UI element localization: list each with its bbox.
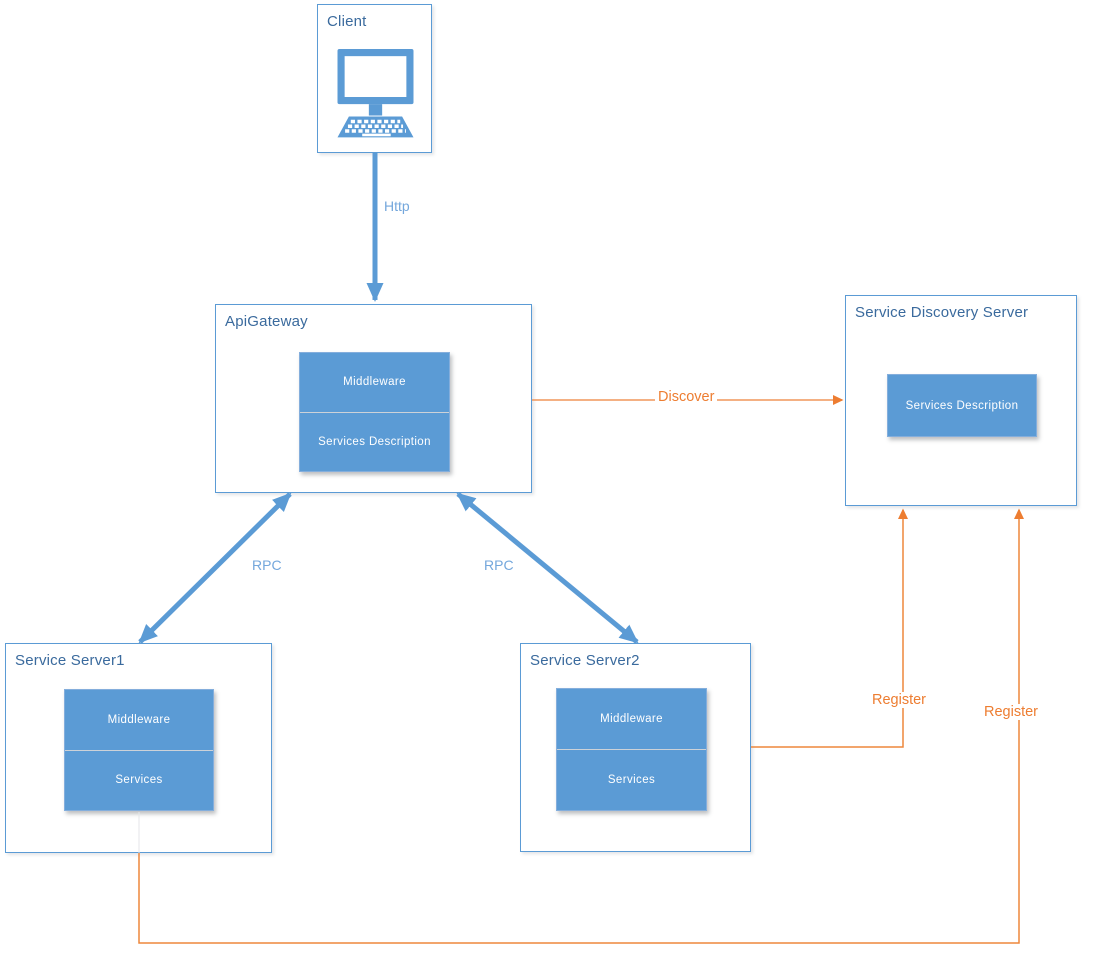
monitor-stand: [368, 104, 383, 116]
node-service-server2-title: Service Server2: [530, 652, 640, 669]
node-client: Client: [317, 4, 432, 153]
edge-register1-arrow: [751, 508, 908, 748]
edge-label-http: Http: [384, 198, 410, 214]
edge-label-rpc1: RPC: [252, 557, 282, 573]
server2-component-stack: Middleware Services: [556, 688, 707, 811]
desktop-computer-icon: [328, 47, 423, 152]
node-service-discovery-server: Service Discovery Server Services Descri…: [845, 295, 1077, 506]
component-middleware: Middleware: [343, 376, 406, 389]
edge-label-rpc2: RPC: [484, 557, 514, 573]
node-service-server1: Service Server1 Middleware Services: [5, 643, 272, 853]
node-service-server1-title: Service Server1: [15, 652, 125, 669]
node-service-discovery-title: Service Discovery Server: [855, 304, 1029, 321]
server1-component-stack: Middleware Services: [64, 689, 214, 811]
api-gateway-component-stack: Middleware Services Description: [299, 352, 450, 472]
edge-label-register1: Register: [869, 692, 929, 708]
edge-label-discover: Discover: [655, 389, 718, 405]
monitor-screen: [344, 56, 407, 97]
service-discovery-component-stack: Services Description: [887, 374, 1037, 437]
node-client-title: Client: [327, 13, 367, 30]
node-service-server2: Service Server2 Middleware Services: [520, 643, 751, 852]
component-middleware: Middleware: [600, 713, 663, 725]
node-api-gateway: ApiGateway Middleware Services Descripti…: [215, 304, 532, 493]
component-services: Services: [65, 749, 213, 811]
component-services-description: Services Description: [300, 411, 449, 472]
component-services-description: Services Description: [905, 399, 1019, 412]
component-middleware: Middleware: [107, 713, 171, 726]
edge-label-register2: Register: [981, 704, 1041, 720]
component-services: Services: [557, 749, 706, 810]
node-api-gateway-title: ApiGateway: [225, 313, 308, 330]
